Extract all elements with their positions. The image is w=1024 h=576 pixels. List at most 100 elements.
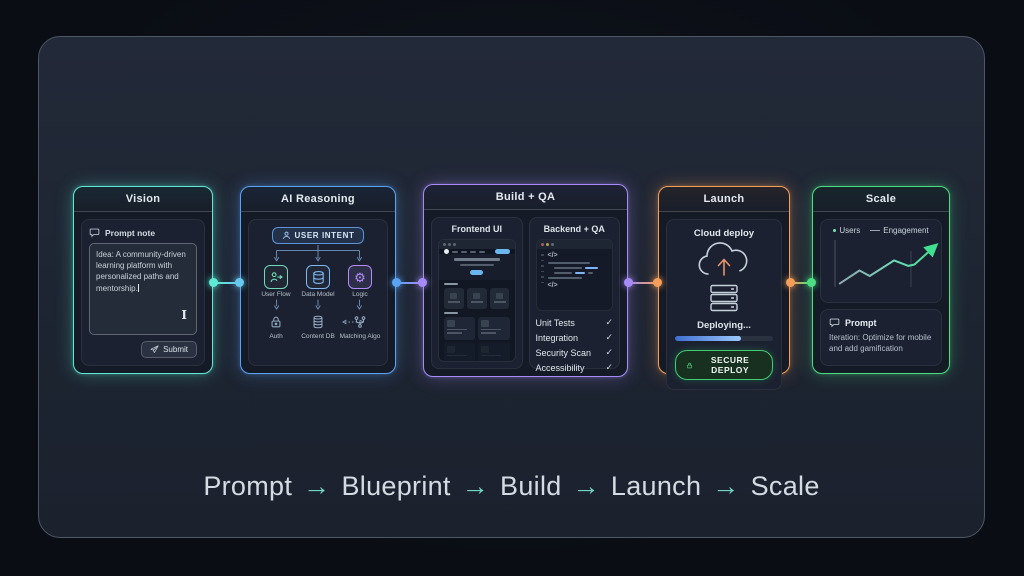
user-flow-icon: [270, 271, 283, 282]
line-numbers-gutter: [540, 252, 544, 307]
qa-check-label: Unit Tests: [535, 317, 575, 328]
arrow-glyph: →: [461, 471, 490, 501]
node-label-logic: Logic: [352, 291, 368, 298]
connector-dot: [624, 278, 633, 287]
cloud-upload-icon: [698, 242, 748, 276]
scale-prompt-title: Prompt: [845, 317, 877, 328]
deploy-status-text: Deploying...: [697, 320, 751, 331]
engagement-legend-label: Engagement: [883, 226, 929, 235]
qa-check-row: Security Scan ✓: [536, 347, 614, 358]
engagement-line: [838, 243, 939, 285]
submit-label: Submit: [163, 345, 188, 354]
branch-arrows: [273, 245, 363, 262]
connector-dot: [235, 278, 244, 287]
person-icon: [282, 231, 290, 240]
qa-check-label: Integration: [535, 332, 579, 343]
lock-icon: [687, 362, 692, 368]
backend-qa-card: Backend + QA </> </> Uni: [528, 217, 620, 373]
mock-logo: [444, 249, 449, 254]
secure-deploy-label: SECURE DEPLOY: [710, 355, 750, 375]
frontend-ui-title: Frontend UI: [451, 224, 503, 234]
connector-launch-scale: [790, 282, 812, 284]
connector-dot: [786, 278, 795, 287]
cloud-deploy-card: Cloud deploy Deploying...: [666, 219, 782, 390]
paper-plane-icon: [150, 345, 159, 353]
browser-chrome-dots: [439, 240, 515, 249]
panel-vision-title: Vision: [74, 187, 212, 212]
user-flow-node: [264, 265, 288, 289]
panel-scale: Scale Users Engagement: [812, 186, 950, 374]
workflow-tagline: Prompt→Blueprint→Build→Launch→Scale: [38, 471, 985, 502]
lock-icon: [271, 316, 281, 328]
database-icon: [312, 270, 324, 284]
scale-prompt-text: Iteration: Optimize for mobile and add g…: [829, 333, 932, 354]
text-caret: [137, 283, 139, 292]
engagement-legend-marker: [870, 229, 881, 231]
connector-build-launch: [628, 282, 658, 284]
mock-navbar: [439, 249, 515, 254]
arrow-glyph: →: [712, 471, 740, 501]
browser-mockup: [438, 239, 516, 362]
connector-vision-reasoning: [213, 282, 240, 284]
down-arrows: [273, 299, 363, 310]
deploy-progress-fill: [675, 336, 741, 341]
ibeam-cursor: I: [181, 308, 187, 323]
editor-chrome-dots: [536, 240, 612, 249]
panel-build-qa-title: Build + QA: [424, 185, 627, 210]
connector-dot: [209, 278, 218, 287]
code-tag-open: </>: [547, 252, 558, 259]
tagline-step: Blueprint: [341, 471, 451, 501]
qa-check-row: Unit Tests ✓: [536, 317, 614, 328]
connector-dot: [807, 278, 816, 287]
scale-prompt-card: Prompt Iteration: Optimize for mobile an…: [820, 309, 942, 366]
panel-ai-reasoning: AI Reasoning USER INTENT ⚙: [240, 186, 396, 374]
secure-deploy-button[interactable]: SECURE DEPLOY: [675, 350, 773, 380]
connector-dot: [418, 278, 427, 287]
growth-chart-card: Users Engagement: [820, 219, 942, 303]
subnode-label-matching-algo: Matching Algo: [339, 333, 381, 340]
user-intent-label: USER INTENT: [294, 231, 355, 240]
prompt-text: Idea: A community-driven learning platfo…: [96, 250, 186, 293]
users-legend-marker: [833, 229, 837, 232]
deploy-progress-bar: [675, 336, 773, 341]
node-label-data-model: Data Model: [301, 291, 335, 298]
mock-hero: [439, 254, 515, 280]
checkmark-icon: ✓: [605, 332, 613, 342]
submit-button[interactable]: Submit: [141, 341, 197, 358]
checkmark-icon: ✓: [605, 317, 613, 327]
users-legend-label: Users: [839, 226, 861, 235]
logic-node: ⚙: [348, 265, 372, 289]
arrow-glyph: →: [303, 471, 331, 501]
chat-bubble-icon: [829, 318, 840, 328]
code-editor-mockup: </> </>: [535, 239, 613, 311]
chat-bubble-icon: [89, 228, 100, 238]
chart-legend: Users Engagement: [826, 226, 936, 235]
tagline-step: Scale: [750, 471, 820, 501]
qa-check-label: Security Scan: [535, 347, 592, 358]
gear-icon: ⚙: [354, 269, 366, 285]
growth-line-chart: [834, 240, 939, 287]
reasoning-diagram-card: USER INTENT ⚙ User Flow: [248, 219, 388, 366]
panel-launch: Launch Cloud deploy Deploying...: [658, 186, 790, 390]
connector-reasoning-build: [396, 282, 423, 284]
tagline-step: Build: [500, 471, 562, 501]
panel-scale-title: Scale: [813, 187, 949, 212]
data-model-node: [306, 265, 330, 289]
frontend-ui-card: Frontend UI: [431, 217, 523, 369]
backend-qa-title: Backend + QA: [543, 224, 605, 234]
connector-dot: [653, 278, 662, 287]
panel-launch-title: Launch: [659, 187, 789, 212]
cloud-deploy-title: Cloud deploy: [693, 228, 755, 239]
checkmark-icon: ✓: [605, 347, 613, 357]
subnode-label-auth: Auth: [269, 333, 283, 340]
prompt-note-card: Prompt note Idea: A community-driven lea…: [81, 219, 205, 366]
user-intent-badge: USER INTENT: [271, 227, 365, 244]
qa-check-row: Integration ✓: [536, 332, 614, 343]
mock-feature-cards: [444, 287, 510, 309]
server-stack-icon: [710, 284, 738, 312]
qa-check-row: Accessibility ✓: [536, 362, 614, 373]
qa-checklist: Unit Tests ✓ Integration ✓ Security Scan…: [536, 317, 614, 373]
arrow-glyph: →: [572, 471, 600, 501]
prompt-textarea[interactable]: Idea: A community-driven learning platfo…: [89, 243, 197, 335]
content-db-icon: [313, 315, 323, 329]
